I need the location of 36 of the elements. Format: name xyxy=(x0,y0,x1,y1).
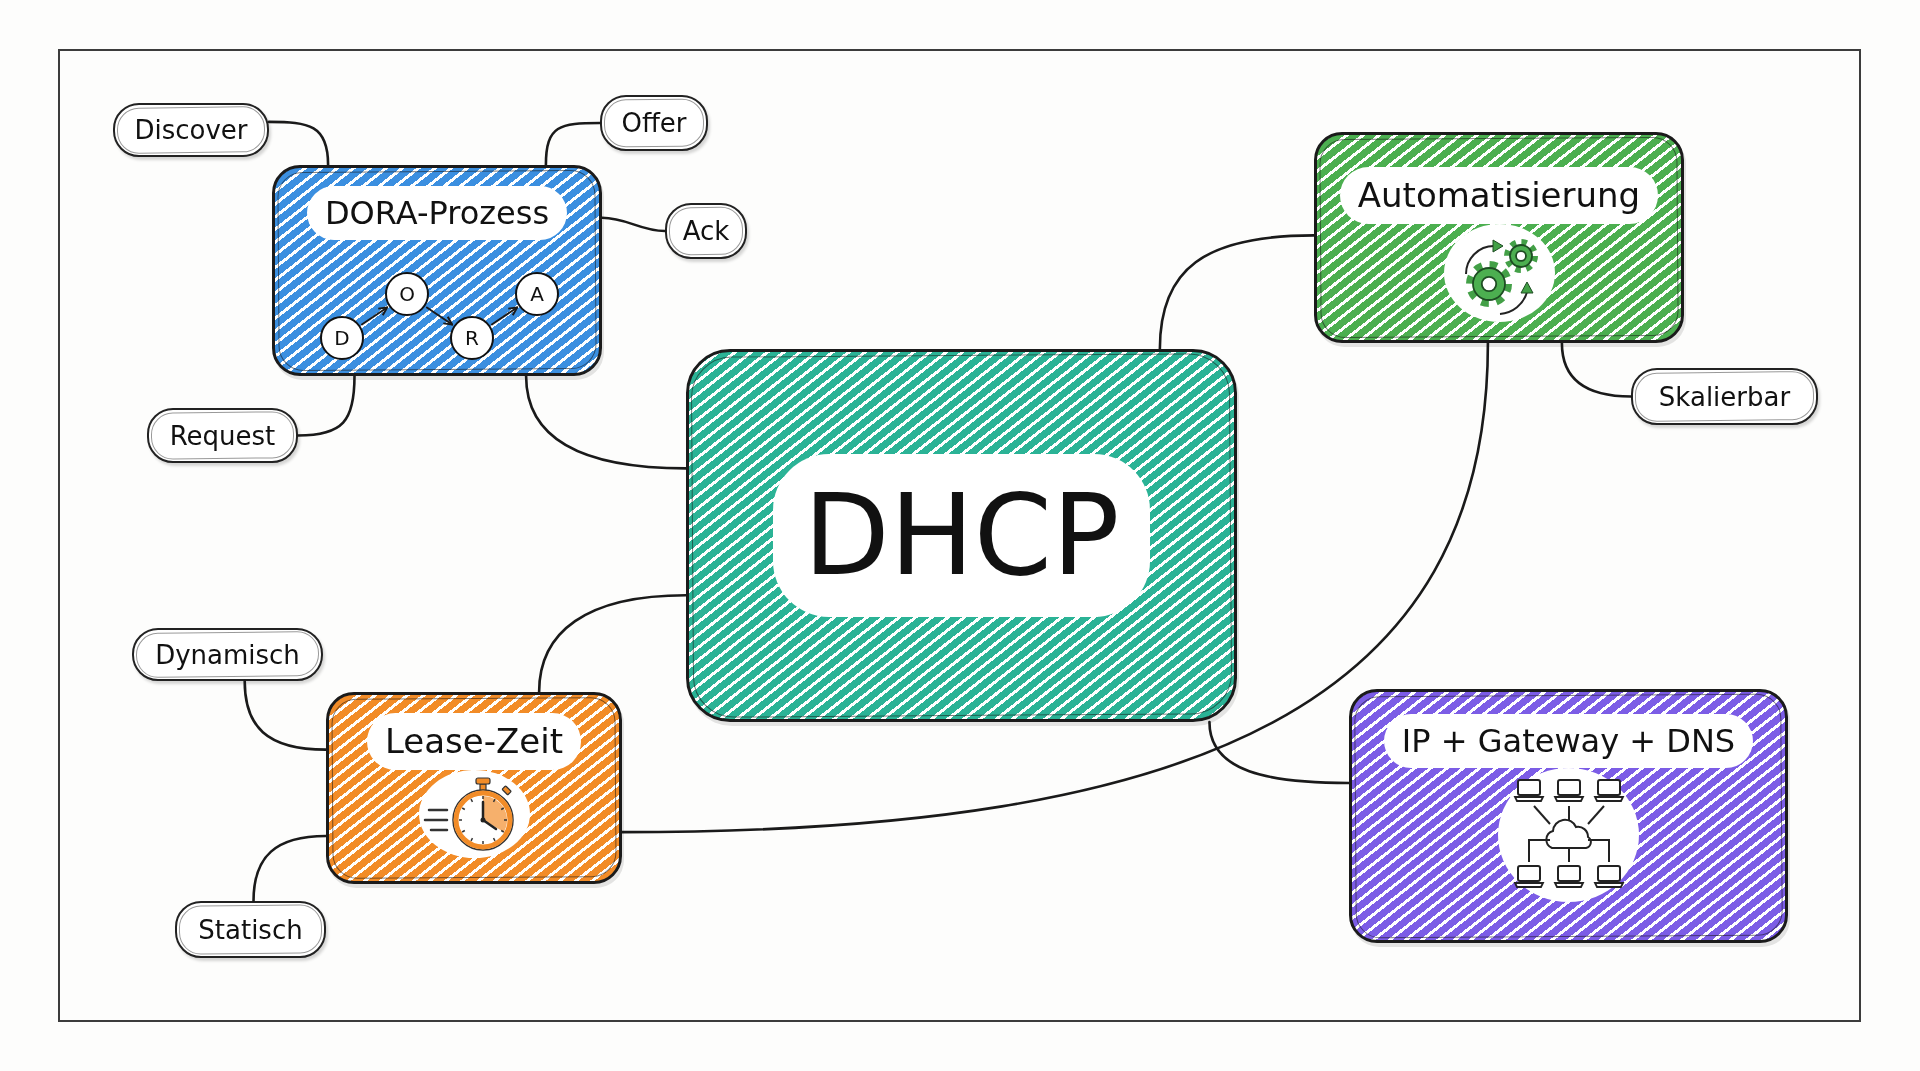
step-circle: O xyxy=(385,272,429,316)
keyword-bubble: Skalierbar xyxy=(1631,368,1818,425)
topic-box xyxy=(326,692,622,884)
connector-line xyxy=(620,341,1490,834)
keyword-bubble: Discover xyxy=(113,103,269,157)
step-circle: D xyxy=(320,316,364,360)
connector-line xyxy=(544,121,602,167)
connector-line xyxy=(243,679,328,751)
keyword-bubble: Offer xyxy=(600,95,708,151)
central-box xyxy=(686,349,1237,722)
connector-line xyxy=(1208,720,1351,785)
topic-box xyxy=(1349,689,1788,943)
keyword-bubble: Request xyxy=(147,408,298,463)
connector-line xyxy=(267,120,330,167)
topic-title: Automatisierung xyxy=(1339,167,1659,224)
topic-title: Lease-Zeit xyxy=(367,713,581,770)
topic-title: IP + Gateway + DNS xyxy=(1383,714,1754,769)
topic-title: DORA-Prozess xyxy=(306,186,568,241)
arrow xyxy=(490,306,519,326)
connector-line xyxy=(524,374,688,470)
connector-line xyxy=(537,593,688,694)
arrow xyxy=(360,306,389,326)
central-title: DHCP xyxy=(773,454,1150,617)
keyword-bubble: Ack xyxy=(665,203,747,259)
step-circle: R xyxy=(450,316,494,360)
connector-line xyxy=(296,374,356,437)
keyword-bubble: Dynamisch xyxy=(132,628,323,681)
keyword-bubble: Statisch xyxy=(175,901,326,958)
arrow xyxy=(425,306,454,326)
connector-line xyxy=(1560,341,1633,398)
step-circle: A xyxy=(515,272,559,316)
connector-line xyxy=(600,216,667,233)
connector-line xyxy=(252,834,328,903)
topic-box xyxy=(1314,132,1684,343)
topic-box xyxy=(272,165,602,376)
connector-line xyxy=(1158,234,1316,351)
